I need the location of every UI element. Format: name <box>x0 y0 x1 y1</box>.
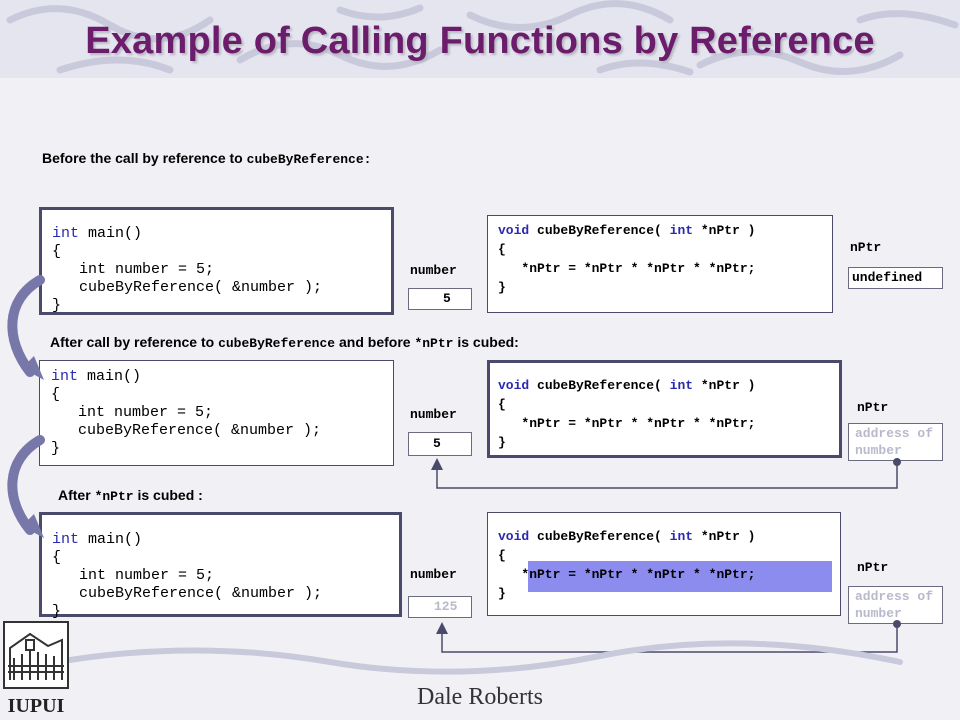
number-label-3: number <box>410 567 457 582</box>
caption-after-call-text3: is cubed: <box>453 334 519 350</box>
function-param: *nPtr ) <box>693 529 756 544</box>
function-code-1: void cubeByReference( int *nPtr ) { *nPt… <box>498 221 755 297</box>
nptr-label-3: nPtr <box>857 560 889 575</box>
open-brace: { <box>498 397 506 412</box>
close-brace: } <box>52 603 62 620</box>
cube-statement-highlighted: *nPtr = *nPtr * *nPtr * *nPtr; <box>498 567 755 582</box>
slide-title: Example of Calling Functions by Referenc… <box>85 20 875 62</box>
logo-text: IUPUI <box>8 695 65 717</box>
function-param: *nPtr ) <box>693 223 756 238</box>
cube-statement: *nPtr = *nPtr * *nPtr * *nPtr; <box>498 416 756 431</box>
caption-after-call-code1: cubeByReference <box>218 336 336 351</box>
caption-after-cubed: After *nPtr is cubed : <box>58 487 203 504</box>
main-code-box-1: int main() { int number = 5; cubeByRefer… <box>39 207 394 315</box>
cube-statement-text: *nPtr = *nPtr * *nPtr * *nPtr; <box>521 567 756 582</box>
close-brace: } <box>498 280 506 295</box>
caption-after-cubed-text2: is cubed : <box>133 487 203 503</box>
caption-after-cubed-code1: *nPtr <box>94 489 134 504</box>
main-code-2: int main() { int number = 5; cubeByRefer… <box>51 368 321 458</box>
close-brace: } <box>51 440 61 457</box>
keyword-int: int <box>52 225 80 242</box>
function-code-3: void cubeByReference( int *nPtr ) { *nPt… <box>498 527 755 603</box>
function-name: cubeByReference( <box>529 378 670 393</box>
keyword-int: int <box>52 531 80 548</box>
call-line: cubeByReference( &number ); <box>52 585 323 602</box>
function-code-box-1: void cubeByReference( int *nPtr ) { *nPt… <box>487 215 833 313</box>
main-signature: main() <box>78 368 142 385</box>
author-footer: Dale Roberts <box>417 684 543 710</box>
keyword-void: void <box>498 223 530 238</box>
number-value-2: 5 <box>408 432 472 456</box>
number-label-2: number <box>410 407 457 422</box>
footer-swirl <box>67 640 903 675</box>
caption-after-call-text2: and before <box>335 334 415 350</box>
cube-statement: *nPtr = *nPtr * *nPtr * *nPtr; <box>498 261 756 276</box>
decorative-swirl-pattern <box>6 0 959 76</box>
open-brace: { <box>498 242 506 257</box>
keyword-void: void <box>498 529 530 544</box>
keyword-void: void <box>498 378 530 393</box>
caption-after-cubed-text1: After <box>58 487 95 503</box>
open-brace: { <box>498 548 506 563</box>
caption-after-call: After call by reference to cubeByReferen… <box>50 334 519 351</box>
close-brace: } <box>498 586 506 601</box>
open-brace: { <box>51 386 61 403</box>
function-name: cubeByReference( <box>529 529 670 544</box>
main-signature: main() <box>79 531 143 548</box>
flow-arrow-1 <box>7 275 45 377</box>
main-code-1: int main() { int number = 5; cubeByRefer… <box>52 225 322 315</box>
caption-before-code: cubeByReference: <box>246 152 372 167</box>
keyword-int: int <box>669 223 694 238</box>
number-value-1: 5 <box>408 288 472 310</box>
nptr-value-2: address of number <box>848 423 943 461</box>
number-text: number <box>855 606 902 621</box>
pointer-arrow-2 <box>431 458 898 489</box>
nptr-value-3: address of number <box>848 586 943 624</box>
main-code-box-3: int main() { int number = 5; cubeByRefer… <box>39 512 402 620</box>
function-param: *nPtr ) <box>693 378 756 393</box>
number-text: number <box>855 443 902 458</box>
nptr-label-2: nPtr <box>857 400 889 415</box>
declare-number-line: int number = 5; <box>52 261 215 278</box>
number-label-1: number <box>410 263 457 278</box>
call-line: cubeByReference( &number ); <box>52 279 323 296</box>
close-brace: } <box>498 435 506 450</box>
main-signature: main() <box>79 225 143 242</box>
function-code-box-3: void cubeByReference( int *nPtr ) { *nPt… <box>487 512 841 616</box>
nptr-value-1: undefined <box>848 267 943 289</box>
number-value-3: 125 <box>408 596 472 618</box>
open-brace: { <box>52 243 62 260</box>
caption-before-text: Before the call by reference to <box>42 150 247 166</box>
main-code-box-2: int main() { int number = 5; cubeByRefer… <box>39 360 394 466</box>
caption-before-call: Before the call by reference to cubeByRe… <box>42 150 371 167</box>
close-brace: } <box>52 297 62 314</box>
caption-after-call-text1: After call by reference to <box>50 334 219 350</box>
call-line: cubeByReference( &number ); <box>51 422 322 439</box>
declare-number-line: int number = 5; <box>51 404 214 421</box>
caption-after-call-code2: *nPtr <box>414 336 454 351</box>
flow-arrow-2 <box>7 435 45 535</box>
function-code-2: void cubeByReference( int *nPtr ) { *nPt… <box>498 376 755 452</box>
declare-number-line: int number = 5; <box>52 567 215 584</box>
keyword-int: int <box>669 378 694 393</box>
highlighted-statement-bg <box>528 561 832 592</box>
keyword-int: int <box>669 529 694 544</box>
main-code-3: int main() { int number = 5; cubeByRefer… <box>52 531 322 621</box>
pointer-arrow-3 <box>436 622 898 653</box>
function-code-box-2: void cubeByReference( int *nPtr ) { *nPt… <box>487 360 842 458</box>
iupui-logo: IUPUI <box>3 621 69 717</box>
address-of-text: address of <box>855 426 934 441</box>
nptr-label-1: nPtr <box>850 240 882 255</box>
open-brace: { <box>52 549 62 566</box>
address-of-text: address of <box>855 589 934 604</box>
keyword-int: int <box>51 368 79 385</box>
function-name: cubeByReference( <box>529 223 670 238</box>
